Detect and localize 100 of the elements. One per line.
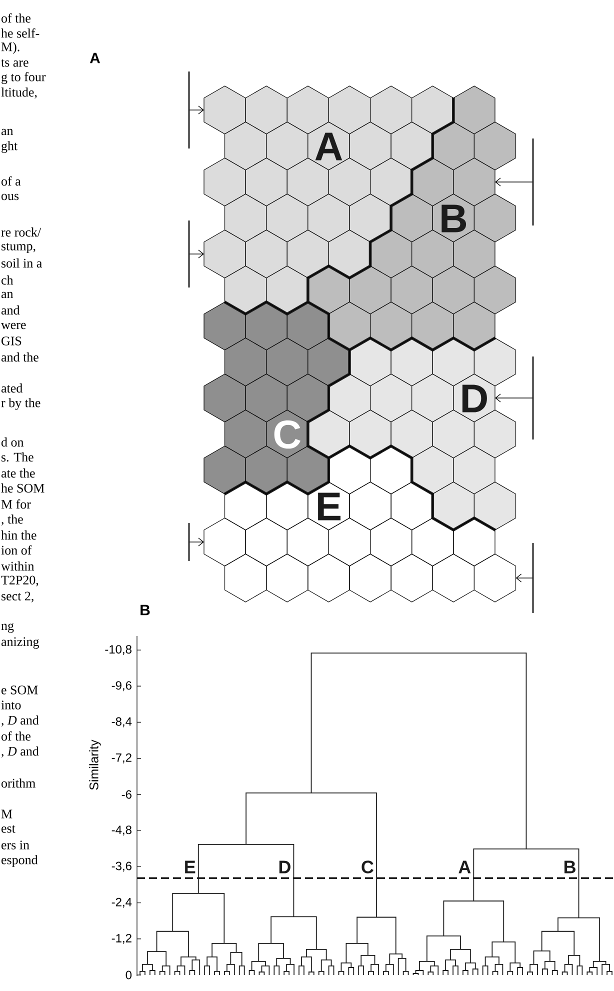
hexagon-cell bbox=[412, 446, 454, 494]
hexagon-cell bbox=[453, 446, 496, 494]
arrow bbox=[189, 538, 204, 546]
hexagon-cell bbox=[204, 518, 246, 566]
body-text: g to four bbox=[2, 72, 46, 84]
body-text: ltitude, bbox=[1, 88, 37, 99]
body-text: ght bbox=[2, 141, 18, 153]
tick-label: -1,2 bbox=[112, 934, 132, 944]
body-text: into bbox=[1, 700, 21, 710]
hexagon-cell bbox=[412, 86, 454, 134]
hexagon-cell bbox=[453, 158, 496, 206]
hexagon-cell bbox=[370, 374, 412, 422]
hexagon-cell bbox=[390, 266, 433, 314]
tick-label: 0 bbox=[126, 970, 132, 980]
body-text: he self- bbox=[1, 28, 40, 38]
hexagon-cell bbox=[286, 230, 329, 278]
body-text: ion of bbox=[1, 545, 32, 555]
hexagon-cell bbox=[390, 338, 433, 386]
hexagon-cell bbox=[453, 302, 496, 350]
tick-label: -7,2 bbox=[112, 753, 132, 764]
body-text: ate the bbox=[1, 468, 35, 478]
hexagon-cell bbox=[432, 554, 474, 602]
hexagon-cell bbox=[370, 302, 412, 350]
body-text: M bbox=[1, 810, 12, 818]
body-text: GIS bbox=[2, 336, 22, 346]
hexagon-cell bbox=[412, 158, 454, 206]
arrow bbox=[516, 574, 533, 582]
hexagon-cell bbox=[245, 230, 288, 278]
body-text: e SOM bbox=[2, 686, 38, 694]
hexagon-cell bbox=[390, 410, 433, 458]
body-text: hin the bbox=[1, 530, 36, 540]
hexagon-cell bbox=[349, 410, 392, 458]
axis-title: Similarity bbox=[89, 740, 101, 790]
hexagon-cell bbox=[328, 446, 371, 494]
hexagon-cell bbox=[474, 266, 516, 314]
hexagon-cell bbox=[370, 158, 412, 206]
tick-label: -6 bbox=[122, 790, 132, 799]
cluster-letter: D bbox=[279, 860, 290, 874]
hexagon-cell bbox=[432, 122, 474, 170]
body-text: , the bbox=[2, 514, 23, 526]
body-text: T2P20, bbox=[1, 576, 38, 586]
body-text: he SOM bbox=[1, 483, 44, 493]
hexagon-cell bbox=[308, 410, 350, 458]
hexagon-cell bbox=[412, 302, 454, 350]
hexagon-cell bbox=[204, 302, 246, 350]
hexagon-cell bbox=[224, 122, 267, 170]
hexagon-cell bbox=[474, 554, 516, 602]
hexagon-cell bbox=[453, 86, 496, 134]
hexagon-cell bbox=[390, 194, 433, 242]
body-text: s. The bbox=[2, 452, 34, 462]
hexagon-cell bbox=[245, 302, 288, 350]
hexagon-cell bbox=[266, 194, 308, 242]
cluster-letter: B bbox=[442, 204, 466, 232]
hexagon-cell bbox=[412, 374, 454, 422]
hexagon-cell bbox=[432, 266, 474, 314]
body-text: M for bbox=[1, 499, 31, 509]
hexagon-cell bbox=[349, 122, 392, 170]
hexagon-cell bbox=[308, 338, 350, 386]
body-text: anizing bbox=[1, 637, 40, 649]
body-text: were bbox=[1, 322, 26, 330]
cluster-letter: C bbox=[362, 860, 374, 874]
panel-label: B bbox=[140, 604, 150, 616]
hexagon-cell bbox=[349, 554, 392, 602]
body-text: sect 2, bbox=[2, 592, 34, 602]
hexagon-cell bbox=[474, 194, 516, 242]
arrow bbox=[494, 178, 533, 186]
body-text: ch bbox=[2, 275, 14, 285]
body-text: , D and bbox=[2, 716, 39, 727]
hexagon-cell bbox=[328, 86, 371, 134]
hexagon-cell bbox=[308, 266, 350, 314]
hexagon-cell bbox=[349, 338, 392, 386]
hexagon-cell bbox=[328, 302, 371, 350]
hexagon-cell bbox=[224, 338, 267, 386]
hexagon-cell bbox=[349, 482, 392, 530]
hexagon-cell bbox=[286, 302, 329, 350]
body-text: ers in bbox=[2, 840, 30, 850]
body-text: and bbox=[1, 305, 20, 315]
hexagon-cell bbox=[328, 230, 371, 278]
cluster-letter: D bbox=[462, 384, 487, 412]
hexagon-cell bbox=[266, 122, 308, 170]
tick-label: -3,6 bbox=[112, 862, 132, 872]
body-text: , D and bbox=[2, 746, 39, 758]
hexagon-cell bbox=[266, 338, 308, 386]
arrow bbox=[189, 106, 204, 114]
panel-label: A bbox=[90, 52, 100, 64]
body-text: of the bbox=[2, 13, 30, 23]
body-text: stump, bbox=[2, 242, 36, 254]
hexagon-cell bbox=[204, 230, 246, 278]
body-text: d on bbox=[1, 437, 24, 447]
hexagon-cell bbox=[474, 482, 516, 530]
hexagon-cell bbox=[308, 554, 350, 602]
hexagon-cell bbox=[370, 230, 412, 278]
body-text: an bbox=[1, 292, 14, 298]
body-text: ts are bbox=[1, 59, 28, 67]
hexagon-cell bbox=[308, 194, 350, 242]
tick-label: -9,6 bbox=[112, 681, 132, 692]
tick-label: -8,4 bbox=[112, 717, 132, 728]
hexagon-cell bbox=[266, 554, 308, 602]
hexagon-cell bbox=[204, 86, 246, 134]
body-text: ous bbox=[2, 194, 19, 200]
